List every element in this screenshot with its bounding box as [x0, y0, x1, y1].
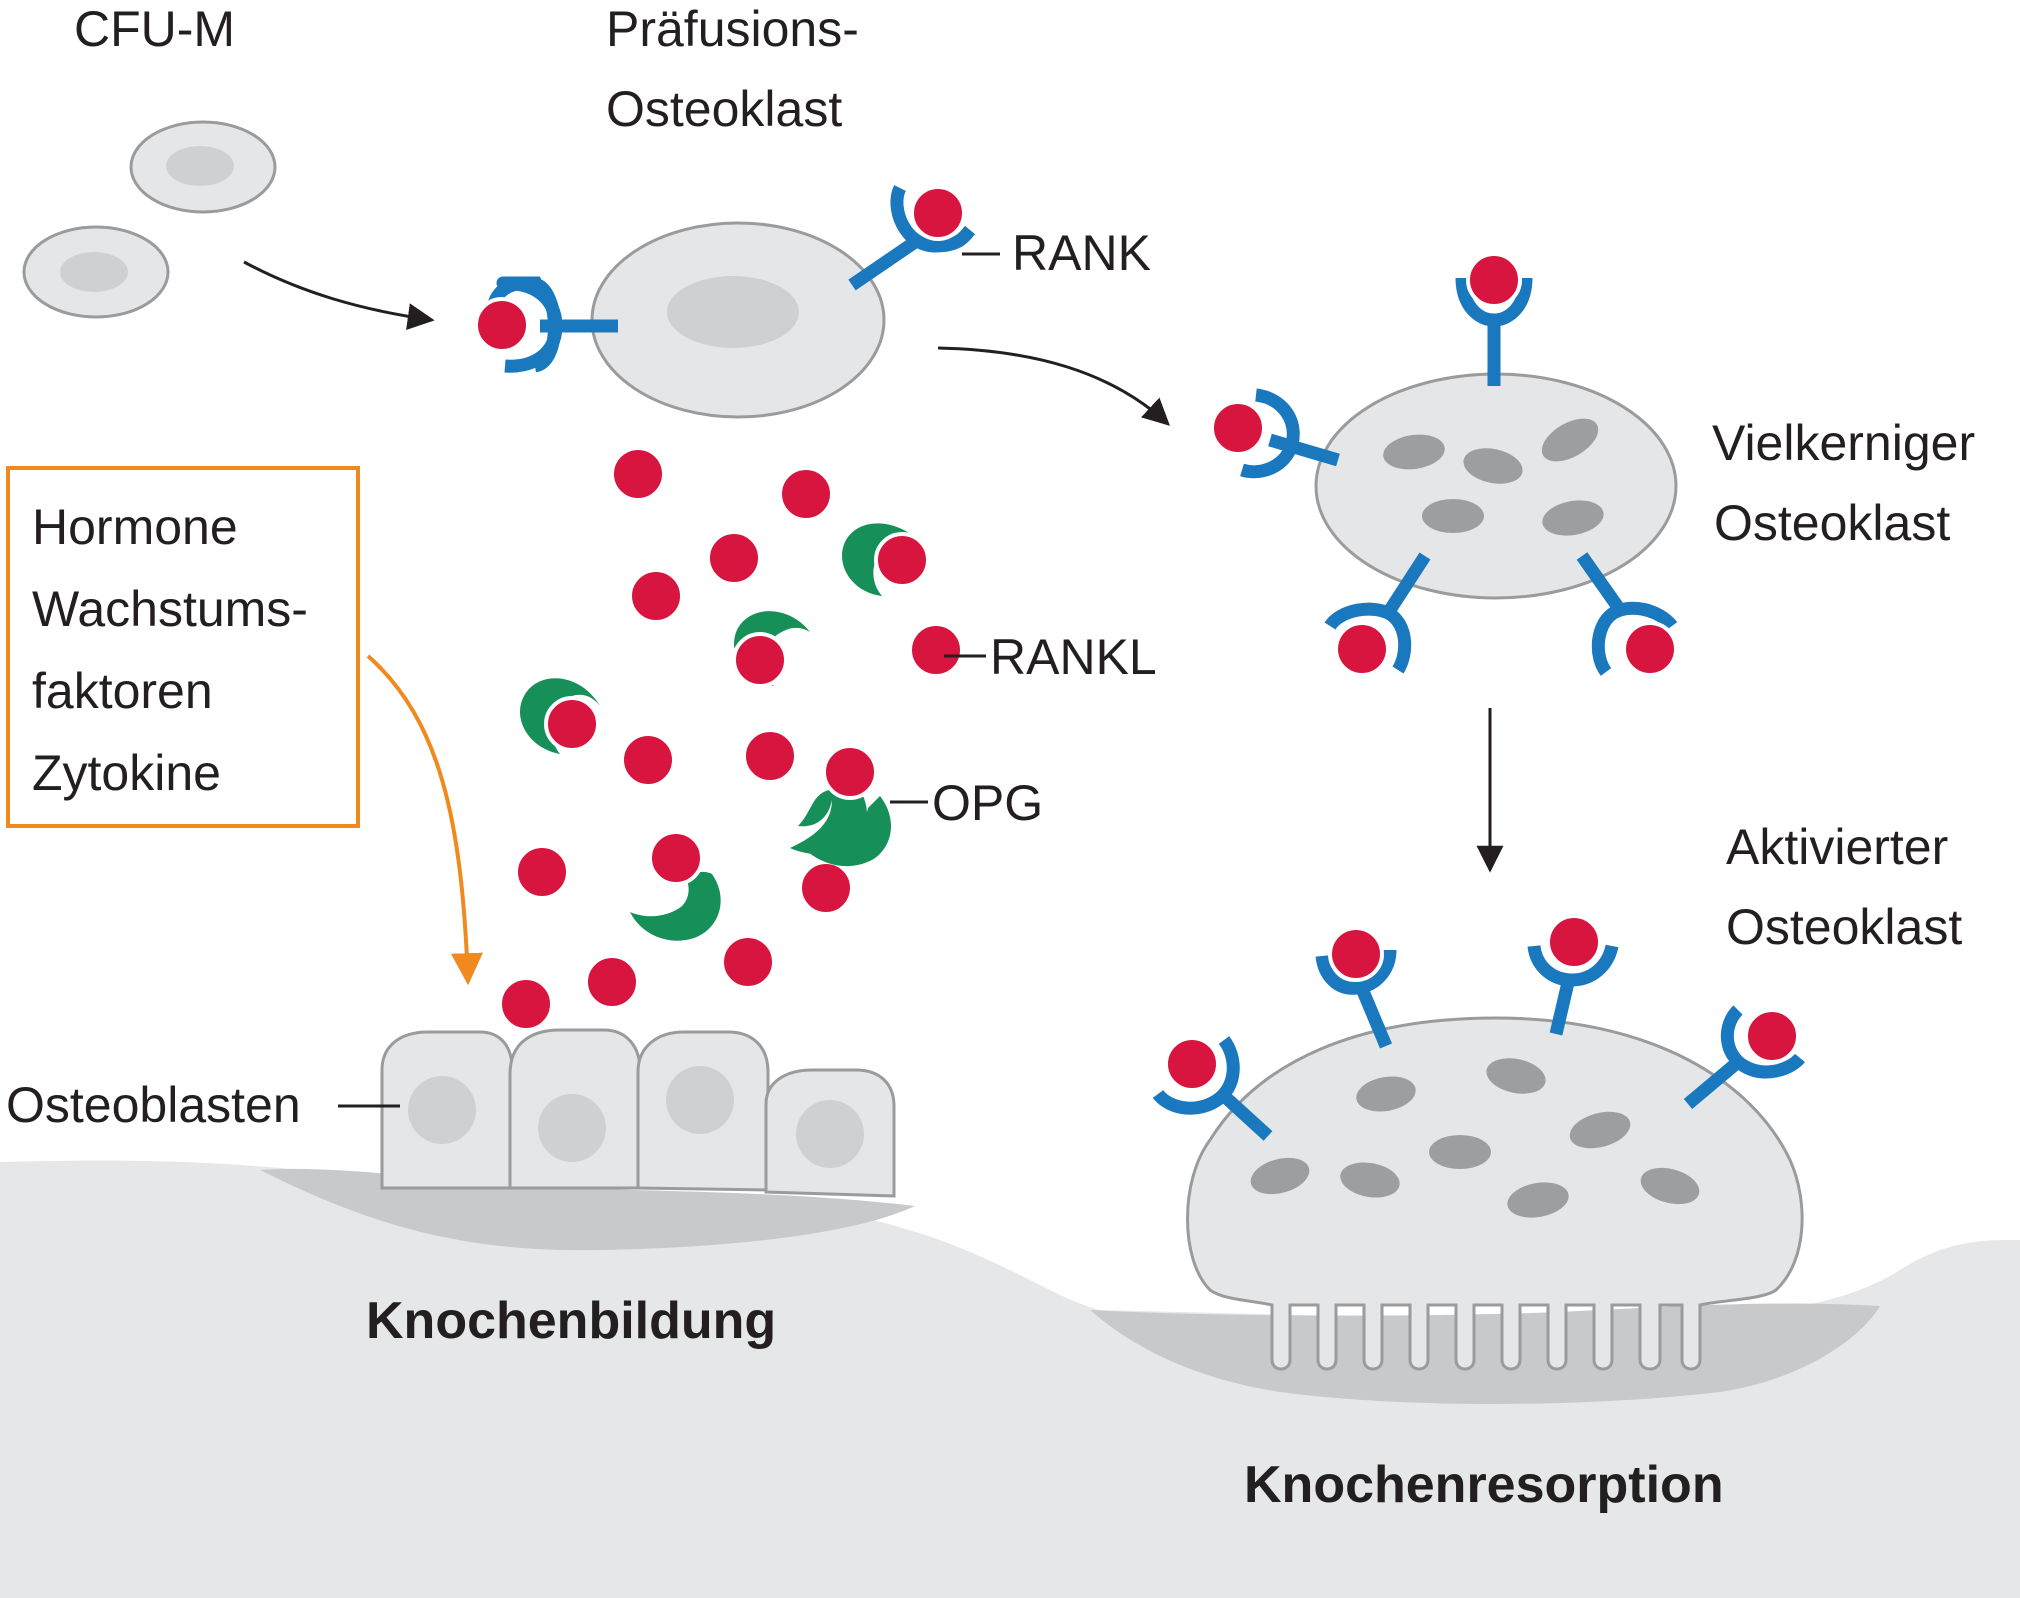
multinuclear-label-1: Vielkerniger [1712, 415, 1975, 471]
rank-receptor [1315, 926, 1397, 1049]
factor-line-4: Zytokine [32, 745, 221, 801]
bone-resorption-label: Knochenresorption [1244, 1456, 1724, 1514]
arrow-prefusion-to-multinuclear [937, 346, 1170, 426]
opg-label: OPG [932, 775, 1043, 831]
factor-box [6, 466, 360, 828]
factor-line-1: Hormone [32, 499, 238, 555]
rankl-ligand [910, 185, 966, 241]
rank-receptor [1576, 552, 1678, 677]
arrow-cfu-to-prefusion [243, 260, 435, 331]
factor-line-2: Wachstums- [32, 581, 308, 637]
rank-receptor [1324, 552, 1431, 677]
rank-receptor [474, 276, 618, 373]
cfu-m-cells [22, 120, 277, 319]
activated-osteoclast [1186, 1016, 1804, 1371]
rank-receptor [1683, 1005, 1805, 1109]
opg-complexes [520, 523, 930, 941]
prefusion-label-1: Präfusions- [606, 1, 859, 57]
rank-receptor [1210, 388, 1340, 479]
rank-receptor [1527, 914, 1619, 1036]
free-rankl-molecules [498, 446, 964, 1032]
rankl-ligand [1466, 252, 1522, 308]
opg-rankl-complex [630, 830, 721, 941]
cfu-m-label: CFU-M [74, 1, 235, 57]
cfu-m-nucleus [166, 146, 234, 186]
multinuclear-label-2: Osteoklast [1714, 495, 1950, 551]
rank-receptor [1152, 1036, 1273, 1141]
rankl-ligand [1546, 914, 1602, 970]
rankl-ligand [474, 297, 530, 353]
prefusion-osteoclast [590, 221, 886, 419]
opg-rankl-complex [520, 678, 600, 754]
activated-label-2: Osteoklast [1726, 899, 1962, 955]
opg-rankl-complex [732, 611, 810, 688]
osteoblasts-label: Osteoblasten [6, 1077, 301, 1133]
rankl-ligand [1210, 400, 1266, 456]
rank-receptor [1455, 252, 1533, 386]
rank-receptor [848, 185, 976, 291]
rank-label: RANK [1012, 225, 1151, 281]
factor-line-3: faktoren [32, 663, 213, 719]
rankl-label: RANKL [990, 629, 1157, 685]
opg-rankl-complex [790, 744, 892, 867]
arrow-factors-to-osteoblasts [366, 654, 483, 986]
osteoblast-row [380, 1028, 896, 1198]
cfu-m-nucleus [60, 252, 128, 292]
bone-formation-label: Knochenbildung [366, 1292, 776, 1350]
rankl-ligand [1164, 1036, 1220, 1092]
multinuclear-osteoclast [1314, 372, 1678, 600]
activated-label-1: Aktivierter [1726, 819, 1948, 875]
rankl-ligand [1334, 621, 1390, 677]
prefusion-label-2: Osteoklast [606, 81, 842, 137]
rankl-ligand [1744, 1008, 1800, 1064]
opg-rankl-complex [842, 523, 930, 596]
rankl-ligand [1328, 926, 1384, 982]
rankl-ligand [1622, 621, 1678, 677]
